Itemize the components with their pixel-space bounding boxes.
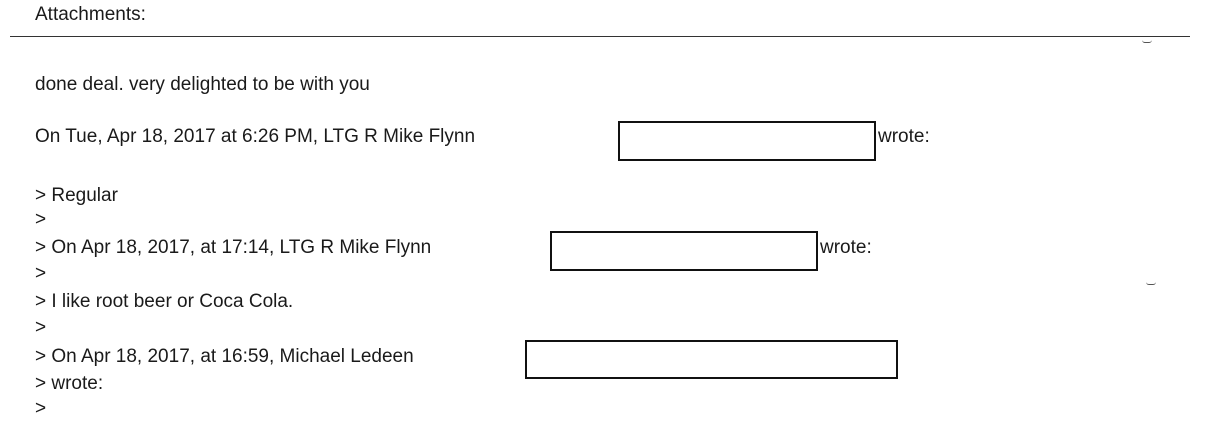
message-body: done deal. very delighted to be with you bbox=[35, 74, 370, 95]
quoted-line: > bbox=[35, 317, 47, 338]
redacted-email-box bbox=[525, 340, 898, 379]
quoted-line: > wrote: bbox=[35, 373, 104, 394]
attachments-label: Attachments: bbox=[35, 4, 146, 25]
quoted-line: > Regular bbox=[35, 185, 118, 206]
quoted-line: > bbox=[35, 209, 47, 230]
scan-mark bbox=[1142, 40, 1152, 43]
scan-mark bbox=[1146, 282, 1156, 285]
quoted-header-prefix: > On Apr 18, 2017, at 16:59, Michael Led… bbox=[35, 346, 414, 367]
header-divider bbox=[10, 36, 1190, 37]
quoted-header-prefix: > On Apr 18, 2017, at 17:14, LTG R Mike … bbox=[35, 237, 432, 258]
quoted-line: > bbox=[35, 263, 47, 284]
quoted-header-suffix: wrote: bbox=[820, 237, 872, 258]
quoted-line: > I like root beer or Coca Cola. bbox=[35, 291, 294, 312]
redacted-email-box bbox=[618, 121, 876, 161]
quoted-line: > bbox=[35, 398, 47, 419]
redacted-email-box bbox=[550, 231, 818, 271]
reply-header-suffix: wrote: bbox=[878, 126, 930, 147]
reply-header-prefix: On Tue, Apr 18, 2017 at 6:26 PM, LTG R M… bbox=[35, 126, 476, 147]
